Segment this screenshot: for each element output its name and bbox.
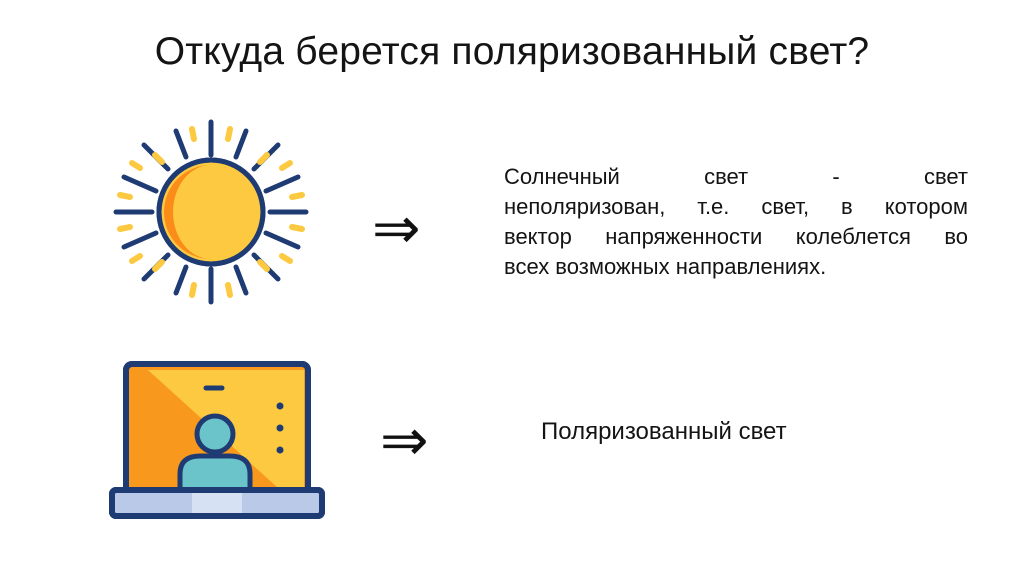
slide-title: Откуда берется поляризованный свет? [154,30,870,73]
polarized-light-label: Поляризованный свет [541,418,787,445]
description-line: вектор напряженности колеблется во [504,224,968,249]
description-line: неполяризован, т.е. свет, в котором [504,194,968,219]
description-line: всех возможных направлениях. [504,254,827,279]
sun-icon [113,119,309,305]
implies-arrow: ⇒ [380,406,429,474]
laptop-user-icon [109,361,325,519]
implies-arrow: ⇒ [372,194,421,262]
sunlight-description: Солнечный свет - свет неполяризован, т.е… [504,162,968,282]
description-line: Солнечный свет - свет [504,164,968,189]
